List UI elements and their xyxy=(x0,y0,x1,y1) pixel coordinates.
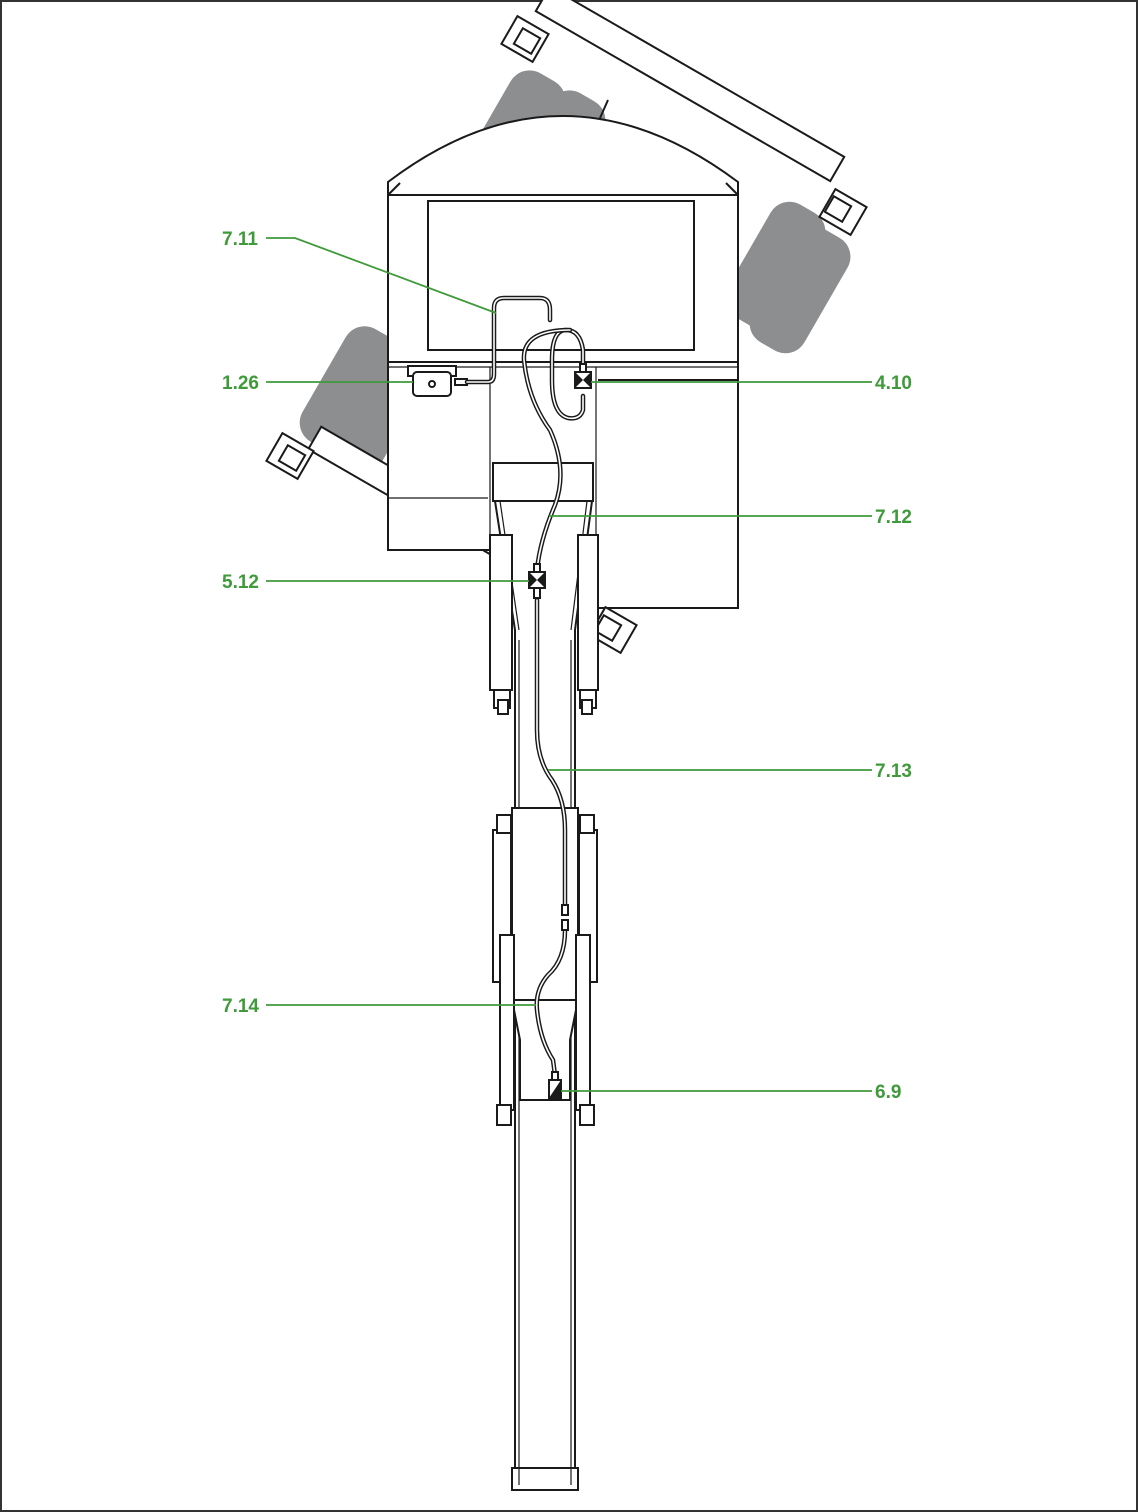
callout-1-26: 1.26 xyxy=(222,373,259,394)
callout-7-14: 7.14 xyxy=(222,996,259,1017)
valve-4-10 xyxy=(574,363,592,389)
valve-5-12 xyxy=(528,563,546,599)
hose-routing xyxy=(464,295,586,1081)
callout-4-10: 4.10 xyxy=(875,373,912,394)
stabilizer-arm-upper xyxy=(500,0,868,237)
leader-lines xyxy=(266,237,872,1092)
stabilizer-foot xyxy=(588,605,638,655)
valve-6-9 xyxy=(548,1079,562,1099)
callout-7-13: 7.13 xyxy=(875,761,912,782)
callout-5-12: 5.12 xyxy=(222,572,259,593)
callout-6-9: 6.9 xyxy=(875,1082,901,1103)
callout-7-11: 7.11 xyxy=(222,229,258,250)
callout-7-12: 7.12 xyxy=(875,507,912,528)
cross-member xyxy=(492,462,594,502)
upper-cylinders xyxy=(489,534,599,715)
lower-carriage xyxy=(492,807,598,1126)
callout-labels: 7.11 1.26 4.10 7.12 5.12 7.13 7.14 6.9 xyxy=(222,229,912,1103)
